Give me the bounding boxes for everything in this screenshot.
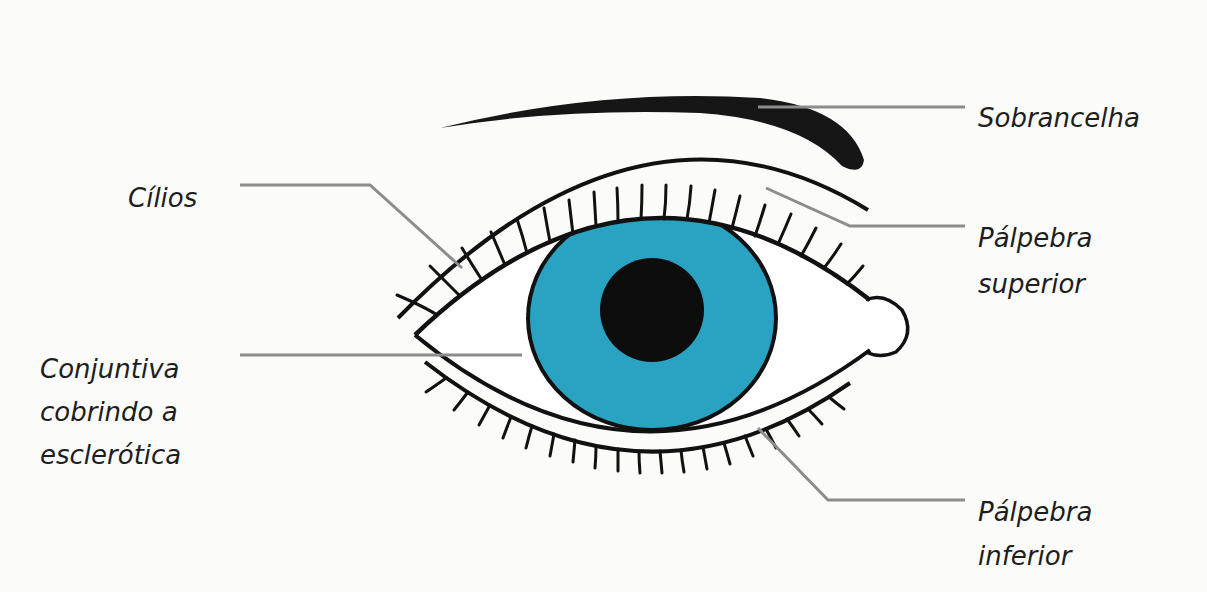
lower-lid-outline: [425, 362, 850, 452]
upper-lid-margin: [415, 218, 870, 335]
leader-line: [240, 354, 522, 357]
part-label: Conjuntiva cobrindo a esclerótica: [40, 348, 220, 477]
pupil: [600, 258, 704, 362]
upper-lid-crease: [398, 159, 868, 318]
part-label: Sobrancelha: [978, 102, 1178, 134]
lower-lashes: [426, 378, 844, 473]
leader-line: [758, 428, 965, 500]
part-label: Pálpebra inferior: [978, 490, 1143, 578]
iris-group: [528, 206, 776, 430]
part-label: Pálpebra superior: [978, 215, 1143, 307]
leader-line: [766, 188, 965, 226]
leader-line: [240, 185, 462, 268]
leader-lines: [240, 107, 965, 500]
leader-line: [758, 106, 965, 109]
part-label: Cílios: [128, 180, 248, 216]
upper-lashes: [397, 185, 863, 315]
iris: [528, 206, 776, 430]
lower-lid-margin: [415, 335, 870, 431]
caruncle: [866, 298, 908, 356]
